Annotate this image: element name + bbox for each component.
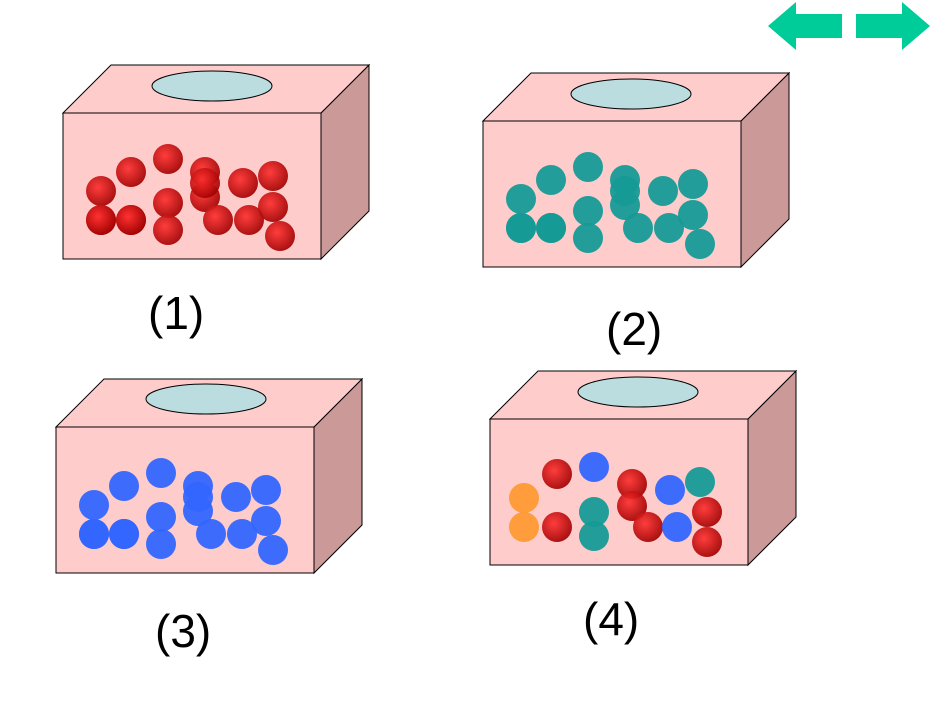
particle-teal xyxy=(678,200,708,230)
particle-blue xyxy=(109,471,139,501)
particle-teal xyxy=(654,213,684,243)
particle-blue xyxy=(221,482,251,512)
particle-blue xyxy=(183,482,213,512)
particle-red xyxy=(153,188,183,218)
particle-blue xyxy=(655,475,685,505)
particle-red xyxy=(633,512,663,542)
particle-orange xyxy=(509,512,539,542)
particle-red xyxy=(542,459,572,489)
particle-red xyxy=(153,215,183,245)
particle-blue xyxy=(251,475,281,505)
particle-blue xyxy=(79,519,109,549)
particle-teal xyxy=(536,213,566,243)
container-2 xyxy=(481,71,791,269)
container-1-label: (1) xyxy=(148,287,205,339)
particle-teal xyxy=(506,213,536,243)
container-4-label: (4) xyxy=(583,593,640,645)
container-opening xyxy=(577,376,699,408)
particle-teal xyxy=(573,196,603,226)
particle-teal xyxy=(573,152,603,182)
particle-red xyxy=(258,161,288,191)
particle-red xyxy=(86,205,116,235)
particle-teal xyxy=(610,176,640,206)
particle-red xyxy=(116,157,146,187)
left-arrow-icon xyxy=(768,2,842,50)
particle-red xyxy=(617,491,647,521)
particle-red xyxy=(258,192,288,222)
container-opening xyxy=(151,70,273,102)
particle-blue xyxy=(196,519,226,549)
particle-red xyxy=(617,469,647,499)
particle-red xyxy=(86,176,116,206)
container-1 xyxy=(61,63,371,261)
container-3-label: (3) xyxy=(155,605,212,657)
particle-blue xyxy=(146,502,176,532)
particle-red xyxy=(692,497,722,527)
particle-blue xyxy=(227,519,257,549)
container-2-label: (2) xyxy=(606,303,663,355)
particle-orange xyxy=(509,483,539,513)
particle-teal xyxy=(623,213,653,243)
particle-red xyxy=(228,168,258,198)
particle-red xyxy=(265,221,295,251)
particle-teal xyxy=(678,169,708,199)
container-opening xyxy=(570,78,692,110)
particle-teal xyxy=(506,184,536,214)
forward-button[interactable] xyxy=(854,0,934,52)
right-arrow-icon xyxy=(856,2,930,50)
particle-teal xyxy=(536,165,566,195)
particle-blue xyxy=(579,452,609,482)
particle-red xyxy=(153,144,183,174)
particle-red xyxy=(116,205,146,235)
particle-red xyxy=(542,512,572,542)
particle-teal xyxy=(648,176,678,206)
particle-blue xyxy=(662,512,692,542)
particle-teal xyxy=(685,229,715,259)
particle-blue xyxy=(146,529,176,559)
particle-red xyxy=(692,527,722,557)
particle-teal xyxy=(579,521,609,551)
particle-blue xyxy=(79,490,109,520)
particle-blue xyxy=(258,535,288,565)
particle-teal xyxy=(573,223,603,253)
container-opening xyxy=(145,383,267,415)
particle-teal xyxy=(685,467,715,497)
container-3 xyxy=(54,377,364,575)
particle-blue xyxy=(109,519,139,549)
particle-blue xyxy=(251,506,281,536)
particle-teal xyxy=(579,497,609,527)
particle-red xyxy=(234,205,264,235)
particle-blue xyxy=(146,458,176,488)
container-4 xyxy=(488,369,798,567)
particle-red xyxy=(203,205,233,235)
back-button[interactable] xyxy=(764,0,844,52)
particle-red xyxy=(190,168,220,198)
